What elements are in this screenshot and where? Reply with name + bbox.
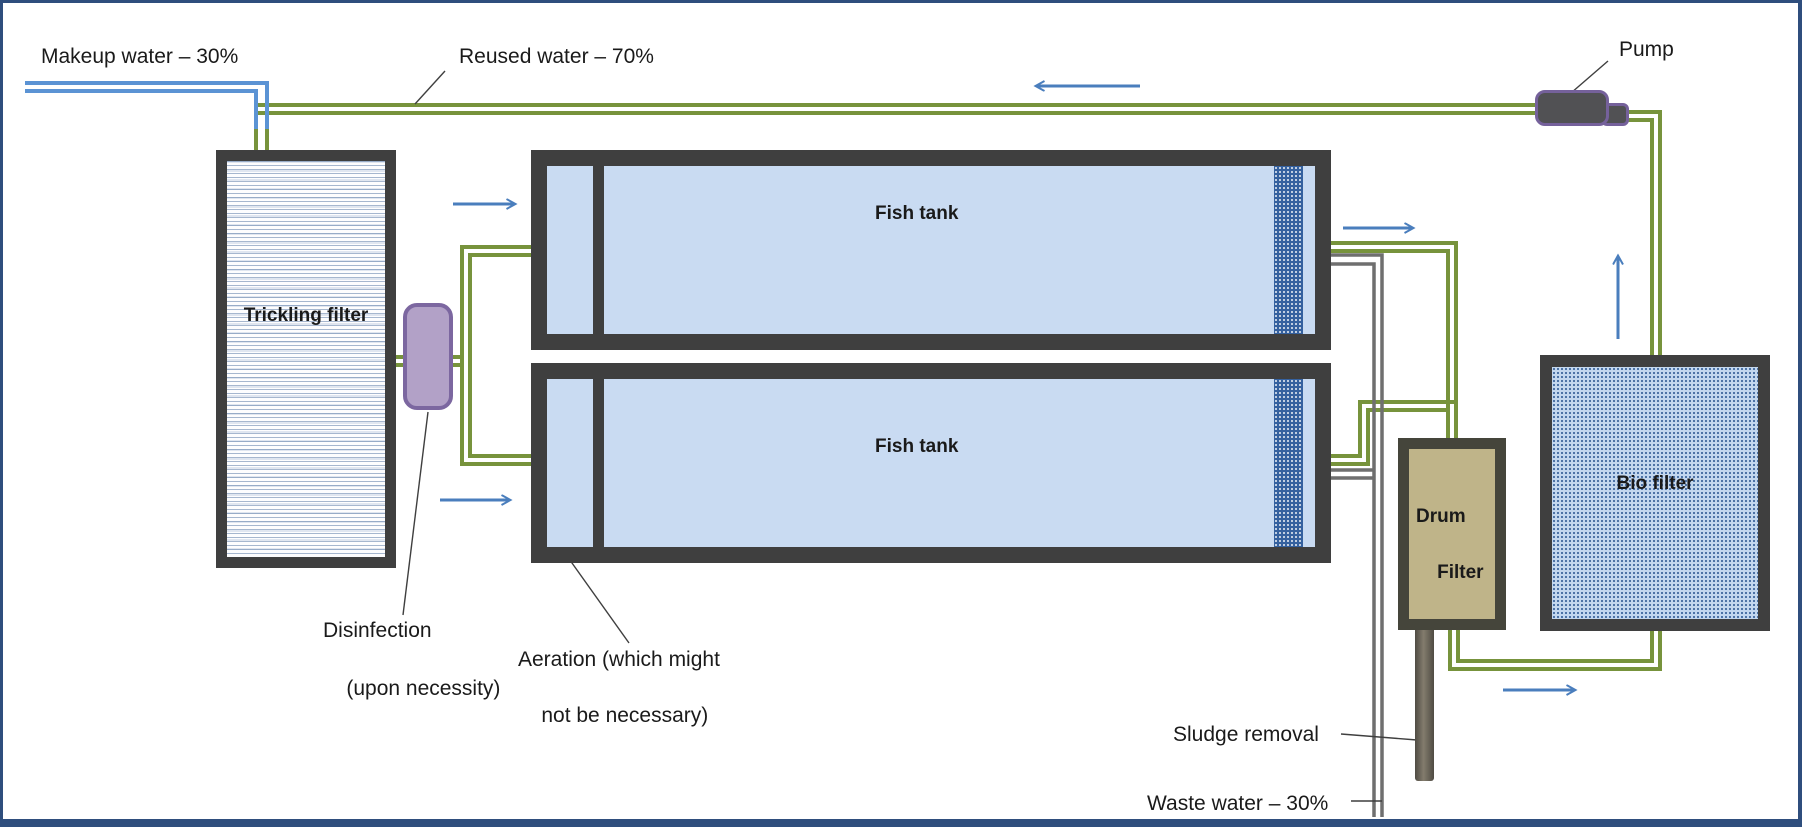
disinfection-label-line1: Disinfection (323, 619, 432, 642)
sludge-discharge-pipe (1415, 623, 1434, 781)
aeration-label-line1: Aeration (which might (518, 648, 720, 671)
makeup-water-label: Makeup water – 30% (41, 45, 239, 68)
bio-filter-vessel (1540, 355, 1770, 631)
tank2-outlet-screen (1274, 379, 1303, 547)
trickling-filter-vessel (216, 150, 396, 568)
drum-filter-label-line1: Drum (1416, 506, 1466, 527)
tank1-aeration-divider (593, 150, 604, 350)
pipes-layer (25, 60, 1662, 817)
disinfection-label-line2: (upon necessity) (346, 677, 501, 700)
fish-tank-1-label: Fish tank (875, 203, 959, 224)
tank1-outlet-screen (1274, 166, 1303, 334)
aeration-label-line2: not be necessary) (541, 704, 709, 727)
pump-to-biofilter-pipe (1619, 110, 1662, 363)
reused-water-label: Reused water – 70% (459, 45, 654, 68)
reused-water-leader (414, 70, 446, 105)
sludge-removal-leader (1340, 733, 1418, 741)
drum-filter-label: Drum Filter (1416, 503, 1484, 587)
tank2-aeration-divider (593, 363, 604, 563)
pump-label: Pump (1619, 38, 1674, 61)
bio-filter-label: Bio filter (1616, 473, 1694, 494)
drum-filter-vessel (1398, 438, 1506, 630)
makeup-water-pipe (25, 81, 269, 133)
aeration-label: Aeration (which might not be necessary) (518, 646, 720, 730)
disinfection-label: Disinfection (upon necessity) (323, 616, 500, 703)
waste-water-label: Waste water – 30% (1147, 792, 1329, 815)
tank1-to-drum-pipe (1325, 241, 1458, 445)
waste-water-pipe (1325, 253, 1384, 817)
aeration-leader (566, 555, 630, 644)
sludge-removal-label: Sludge removal (1173, 723, 1319, 746)
leader-lines (402, 60, 1609, 802)
trickling-filter-label: Trickling filter (243, 305, 369, 326)
fish-tank-2 (531, 363, 1331, 563)
fish-tank-1 (531, 150, 1331, 350)
tank2-to-drum-pipe (1325, 400, 1455, 466)
drum-filter-label-line2: Filter (1437, 562, 1484, 583)
drum-to-biofilter-pipe (1448, 623, 1662, 671)
pump-shape (1535, 90, 1609, 126)
pump-leader (1570, 60, 1609, 94)
reused-water-pipe (254, 103, 1538, 115)
disinfection-leader (402, 411, 429, 616)
fish-tank-2-label: Fish tank (875, 436, 959, 457)
disinfection-unit (403, 303, 453, 410)
